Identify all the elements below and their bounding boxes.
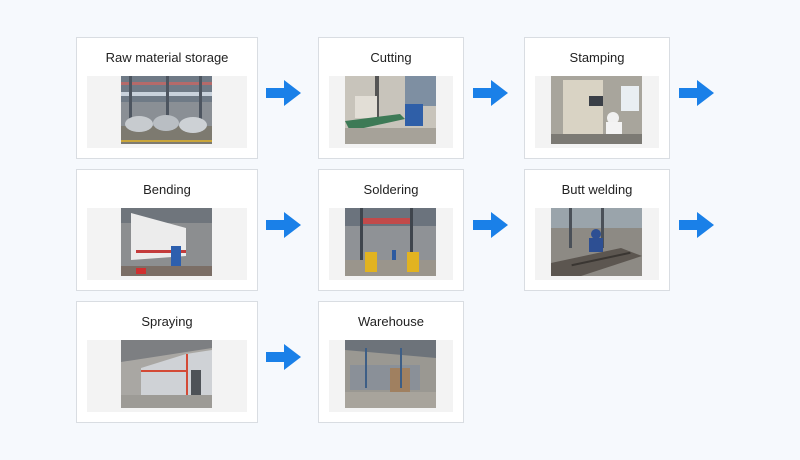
step-stamping: Stamping xyxy=(524,37,670,159)
cutting-line-photo xyxy=(345,76,436,144)
step-title: Warehouse xyxy=(358,314,424,329)
right-arrow-icon xyxy=(679,80,714,106)
image-frame xyxy=(329,76,453,148)
warehouse-coils-photo xyxy=(121,76,212,144)
spray-booth-photo xyxy=(121,340,212,408)
step-title: Spraying xyxy=(141,314,193,329)
step-title: Butt welding xyxy=(561,182,633,197)
right-arrow-icon xyxy=(679,212,714,238)
step-spraying: Spraying xyxy=(76,301,258,423)
step-bending: Bending xyxy=(76,169,258,291)
step-title: Bending xyxy=(143,182,191,197)
step-title: Soldering xyxy=(363,182,419,197)
step-raw-material-storage: Raw material storage xyxy=(76,37,258,159)
step-soldering: Soldering xyxy=(318,169,464,291)
butt-welding-photo xyxy=(551,208,642,276)
image-frame xyxy=(329,208,453,280)
right-arrow-icon xyxy=(266,80,301,106)
right-arrow-icon xyxy=(266,344,301,370)
right-arrow-icon xyxy=(266,212,301,238)
image-frame xyxy=(87,340,247,412)
image-frame xyxy=(87,76,247,148)
stamping-press-photo xyxy=(551,76,642,144)
right-arrow-icon xyxy=(473,212,508,238)
step-title: Cutting xyxy=(370,50,412,65)
image-frame xyxy=(87,208,247,280)
image-frame xyxy=(535,76,659,148)
press-brake-photo xyxy=(121,208,212,276)
soldering-station-photo xyxy=(345,208,436,276)
image-frame xyxy=(535,208,659,280)
image-frame xyxy=(329,340,453,412)
step-title: Stamping xyxy=(569,50,625,65)
right-arrow-icon xyxy=(473,80,508,106)
step-title: Raw material storage xyxy=(105,50,229,65)
step-cutting: Cutting xyxy=(318,37,464,159)
step-butt-welding: Butt welding xyxy=(524,169,670,291)
step-warehouse: Warehouse xyxy=(318,301,464,423)
finished-goods-warehouse-photo xyxy=(345,340,436,408)
